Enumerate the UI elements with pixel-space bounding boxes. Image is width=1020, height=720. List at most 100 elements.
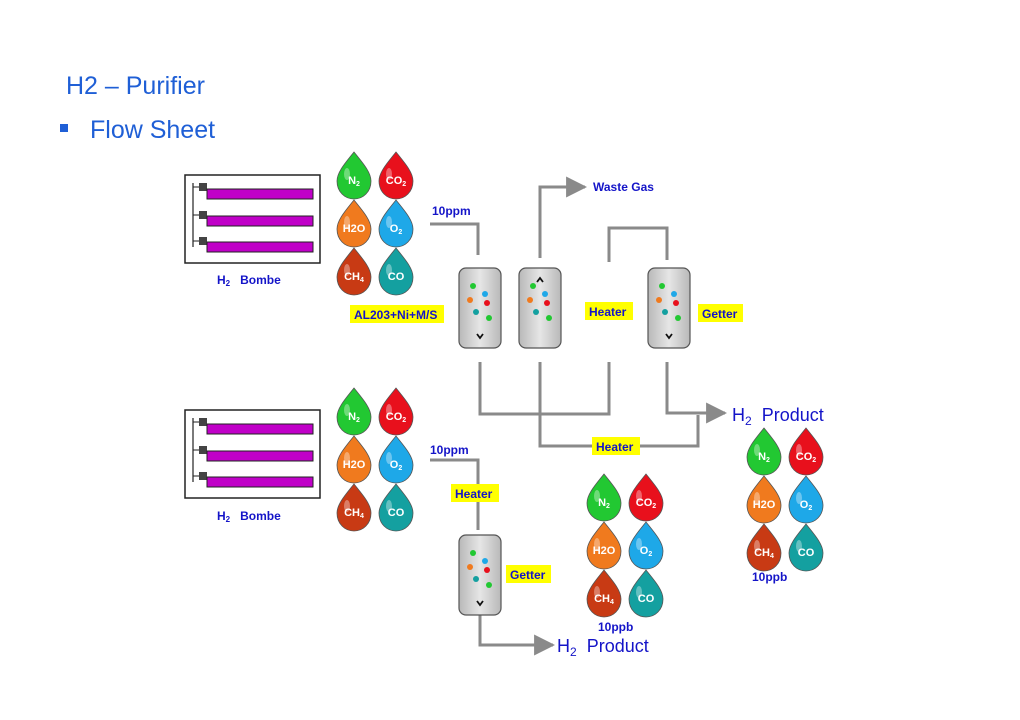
- al203-tag: AL203+Ni+M/S: [350, 305, 444, 323]
- ch4-label: CH4: [594, 593, 614, 606]
- getter-tag-bottom: Getter: [506, 565, 551, 583]
- o2-droplet-icon: O2: [788, 475, 824, 524]
- o2-label: O2: [640, 545, 653, 558]
- al203-label: AL203+Ni+M/S: [354, 308, 437, 322]
- waste-gas-label: Waste Gas: [593, 180, 654, 194]
- ch4-droplet-icon: CH4: [586, 569, 622, 618]
- h2o-droplet-icon: H2O: [586, 521, 622, 570]
- pipe-v2-bottom: [538, 362, 700, 448]
- h2o-label: H2O: [343, 223, 366, 235]
- h2o-droplet-icon: H2O: [336, 199, 372, 248]
- co-label: CO: [388, 271, 405, 283]
- h2o-label: H2O: [753, 499, 776, 511]
- co-droplet-icon: CO: [628, 569, 664, 618]
- getter-vessel-bottom: [458, 534, 502, 616]
- adsorber-vessel-1: [458, 267, 502, 349]
- heater-tag-bottom: Heater: [451, 484, 499, 502]
- flow-direction-icon: [476, 333, 484, 340]
- flow-direction-icon: [665, 333, 673, 340]
- subtitle-text: Flow Sheet: [90, 116, 216, 144]
- vessels: [458, 267, 691, 616]
- subtitle: Flow Sheet: [60, 116, 215, 145]
- bombe-top: [184, 174, 321, 264]
- ch4-droplet-icon: CH4: [336, 483, 372, 532]
- getter-label: Getter: [510, 568, 546, 582]
- co2-droplet-icon: CO2: [378, 151, 414, 200]
- o2-droplet-icon: O2: [378, 199, 414, 248]
- pipe-inlet-top: [430, 222, 480, 255]
- heater-label: Heater: [455, 487, 493, 501]
- page-title: H2 – Purifier: [66, 72, 205, 100]
- n2-label: N2: [598, 497, 610, 510]
- o2-droplet-icon: O2: [628, 521, 664, 570]
- ch4-label: CH4: [344, 507, 364, 520]
- h2o-droplet-icon: H2O: [746, 475, 782, 524]
- ch4-label: CH4: [754, 547, 774, 560]
- flow-direction-icon: [476, 600, 484, 607]
- n2-droplet-icon: N2: [336, 151, 372, 200]
- ppb-label-right: 10ppb: [752, 570, 787, 584]
- heater-label: Heater: [596, 440, 634, 454]
- pipe-waste-gas: [538, 176, 588, 258]
- o2-droplet-icon: O2: [378, 435, 414, 484]
- ppm-label-bottom: 10ppm: [430, 443, 469, 457]
- o2-label: O2: [390, 459, 403, 472]
- co-droplet-icon: CO: [788, 523, 824, 572]
- n2-droplet-icon: N2: [746, 427, 782, 476]
- co2-droplet-icon: CO2: [628, 473, 664, 522]
- co2-label: CO2: [386, 175, 407, 188]
- ch4-droplet-icon: CH4: [746, 523, 782, 572]
- n2-label: N2: [348, 411, 360, 424]
- h2o-droplet-icon: H2O: [336, 435, 372, 484]
- pipe-inlet-bottom: [430, 458, 480, 530]
- getter-tag-top: Getter: [698, 304, 743, 322]
- o2-label: O2: [800, 499, 813, 512]
- co-label: CO: [798, 547, 815, 559]
- co2-droplet-icon: CO2: [378, 387, 414, 436]
- co2-droplet-icon: CO2: [788, 427, 824, 476]
- h2o-label: H2O: [593, 545, 616, 557]
- co-droplet-icon: CO: [378, 247, 414, 296]
- pipe-product-bottom: [478, 615, 556, 656]
- getter-label: Getter: [702, 307, 738, 321]
- pipes: [430, 176, 728, 656]
- co2-label: CO2: [796, 451, 817, 464]
- getter-vessel-top: [647, 267, 691, 349]
- co2-label: CO2: [386, 411, 407, 424]
- pipe-product-top: [665, 362, 728, 424]
- bombe-cylinders: [193, 183, 314, 253]
- n2-droplet-icon: N2: [586, 473, 622, 522]
- heater-label: Heater: [589, 305, 627, 319]
- bombe-cylinders: [193, 418, 314, 488]
- ch4-label: CH4: [344, 271, 364, 284]
- ppm-label-top: 10ppm: [432, 204, 471, 218]
- bombe-bottom: [184, 409, 321, 499]
- pipe-heater-loop: [607, 226, 669, 262]
- n2-label: N2: [758, 451, 770, 464]
- flow-direction-icon: [536, 276, 544, 283]
- n2-label: N2: [348, 175, 360, 188]
- ppb-label-bottom: 10ppb: [598, 620, 633, 634]
- co2-label: CO2: [636, 497, 657, 510]
- bullet-icon: [60, 124, 68, 133]
- co-label: CO: [638, 593, 655, 605]
- co-droplet-icon: CO: [378, 483, 414, 532]
- co-label: CO: [388, 507, 405, 519]
- pipe-v1-bottom: [478, 362, 611, 416]
- heater-tag-middle: Heater: [592, 437, 640, 455]
- n2-droplet-icon: N2: [336, 387, 372, 436]
- heater-tag-top: Heater: [585, 302, 633, 320]
- adsorber-vessel-2: [518, 267, 562, 349]
- ch4-droplet-icon: CH4: [336, 247, 372, 296]
- h2o-label: H2O: [343, 459, 366, 471]
- o2-label: O2: [390, 223, 403, 236]
